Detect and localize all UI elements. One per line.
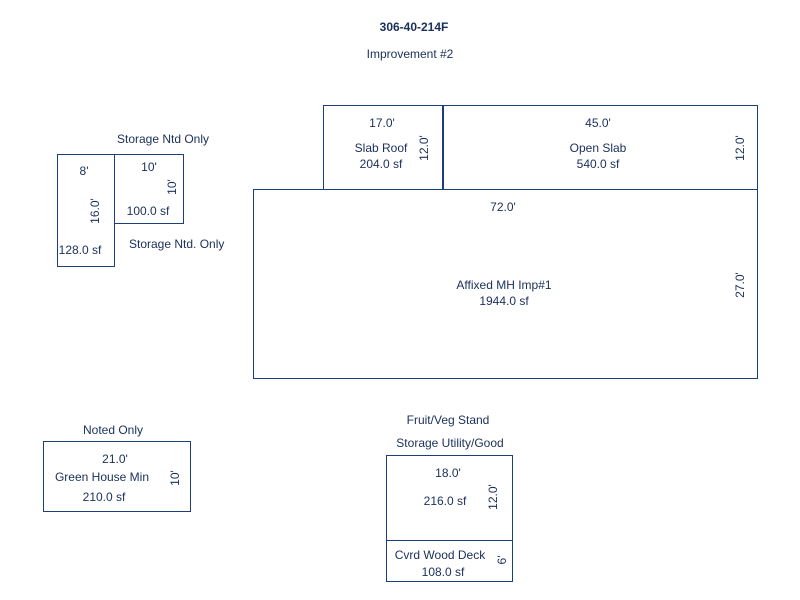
- green-house-area: 210.0 sf: [82, 490, 126, 504]
- fruit-stand-label-top: Fruit/Veg Stand: [406, 413, 490, 427]
- main-home-length: 27.0': [733, 272, 747, 298]
- storage-left-width: 8': [79, 164, 89, 178]
- green-house-length: 10': [168, 470, 182, 486]
- green-house-name: Green House Min: [54, 470, 150, 484]
- parcel-id: 306-40-214F: [379, 20, 449, 34]
- improvement-title: Improvement #2: [366, 47, 454, 61]
- main-home-area: 1944.0 sf: [479, 294, 529, 308]
- fruit-stand-area: 216.0 sf: [423, 494, 467, 508]
- fruit-stand-label-second: Storage Utility/Good: [396, 436, 504, 450]
- main-home-name: Affixed MH Imp#1: [456, 278, 552, 292]
- main-home-width: 72.0': [490, 200, 516, 214]
- main-home-box: [253, 189, 758, 379]
- green-house-width: 21.0': [102, 452, 128, 466]
- slab-roof-area: 204.0 sf: [359, 157, 403, 171]
- storage-right-length: 10': [165, 179, 179, 195]
- open-slab-area: 540.0 sf: [576, 157, 620, 171]
- slab-roof-width: 17.0': [369, 116, 395, 130]
- green-house-box: [43, 441, 191, 512]
- open-slab-length: 12.0': [733, 135, 747, 161]
- slab-roof-name: Slab Roof: [354, 141, 408, 155]
- storage-left-length: 16.0': [88, 198, 102, 224]
- wood-deck-area: 108.0 sf: [421, 565, 465, 579]
- wood-deck-name: Cvrd Wood Deck: [394, 548, 486, 562]
- green-house-label-top: Noted Only: [82, 423, 144, 437]
- slab-roof-length: 12.0': [417, 135, 431, 161]
- storage-right-box: [114, 154, 184, 224]
- wood-deck-box: [386, 540, 513, 582]
- storage-right-width: 10': [141, 160, 157, 174]
- open-slab-name: Open Slab: [569, 141, 627, 155]
- fruit-stand-length: 12.0': [486, 484, 500, 510]
- storage-label-top: Storage Ntd Only: [116, 132, 210, 146]
- storage-label-bottom: Storage Ntd. Only: [129, 237, 225, 251]
- wood-deck-length: 6': [495, 555, 509, 565]
- open-slab-width: 45.0': [585, 116, 611, 130]
- storage-right-area: 100.0 sf: [126, 204, 170, 218]
- fruit-stand-width: 18.0': [435, 466, 461, 480]
- storage-left-area: 128.0 sf: [58, 243, 102, 257]
